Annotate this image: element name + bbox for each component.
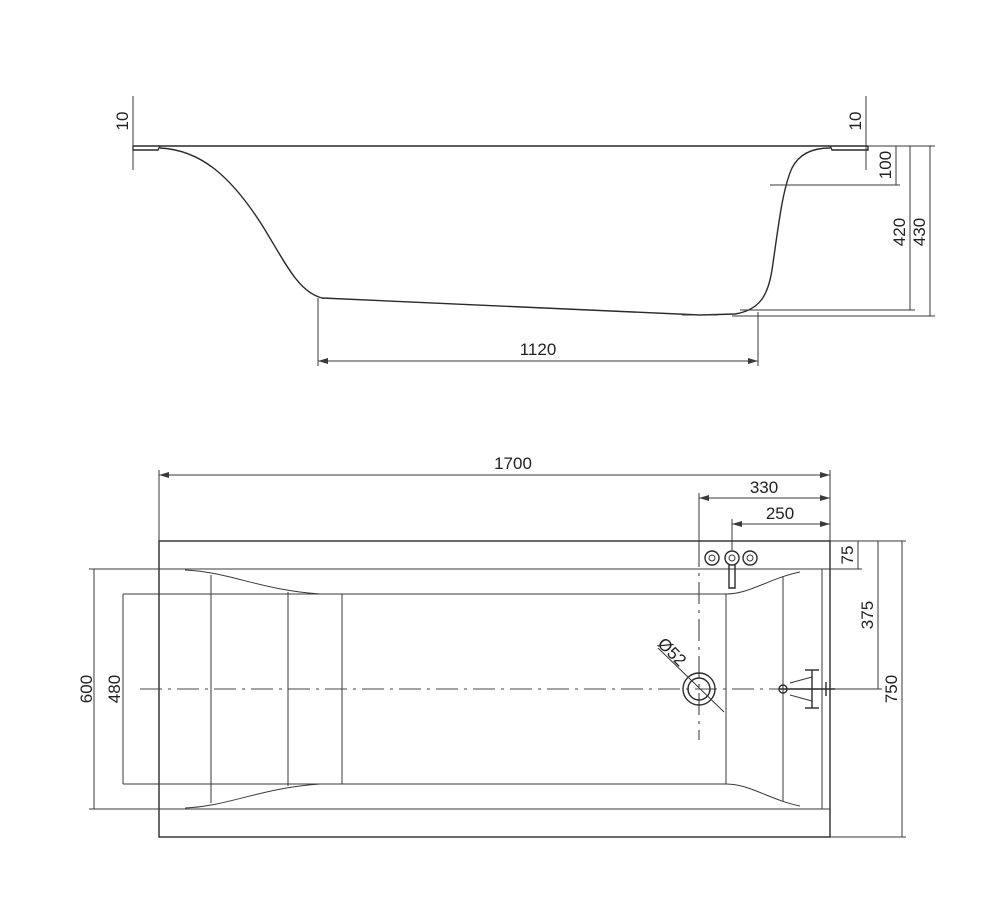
- dim-330-arrow-left: [699, 495, 709, 501]
- drain-icon: [657, 647, 725, 713]
- dim-right10-label: 10: [846, 112, 865, 131]
- dim-1120-label: 1120: [520, 340, 557, 359]
- side-view: 10 10 100 420 430 1120: [113, 96, 935, 366]
- dim-drain-diameter-label: Ø52: [654, 634, 690, 670]
- dim-250-arrow-right: [820, 521, 830, 527]
- dim-330-label: 330: [750, 478, 778, 497]
- dim-1120-arrow-right: [748, 358, 758, 364]
- dim-750-label: 750: [882, 675, 901, 703]
- overflow-control-icon: [778, 669, 835, 709]
- dim-430-label: 430: [910, 218, 929, 246]
- top-back-slope-top: [184, 569, 321, 595]
- dim-75-label: 75: [838, 546, 857, 565]
- top-end-slope-top: [725, 571, 801, 595]
- dim-250-arrow-left: [732, 521, 742, 527]
- dim-480-label: 480: [105, 675, 124, 703]
- top-end-slope-bottom: [725, 783, 801, 807]
- dim-100-label: 100: [876, 151, 895, 179]
- dim-1700-arrow-right: [820, 472, 830, 478]
- dim-1120-arrow-left: [318, 358, 328, 364]
- dim-330-arrow-right: [820, 495, 830, 501]
- dim-600-label: 600: [77, 675, 96, 703]
- side-rim-right: [829, 145, 869, 151]
- top-back-slope-bottom: [184, 783, 321, 809]
- top-view: Ø52 1700 330 250: [77, 454, 906, 838]
- dim-1700-label: 1700: [494, 454, 532, 473]
- dim-250-label: 250: [766, 504, 794, 523]
- faucet-icon: [704, 550, 758, 589]
- dim-420-label: 420: [890, 218, 909, 246]
- dim-1700-arrow-left: [159, 472, 169, 478]
- dim-left10-label: 10: [113, 112, 132, 131]
- side-tub-profile: [159, 147, 831, 316]
- dim-375-label: 375: [858, 601, 877, 629]
